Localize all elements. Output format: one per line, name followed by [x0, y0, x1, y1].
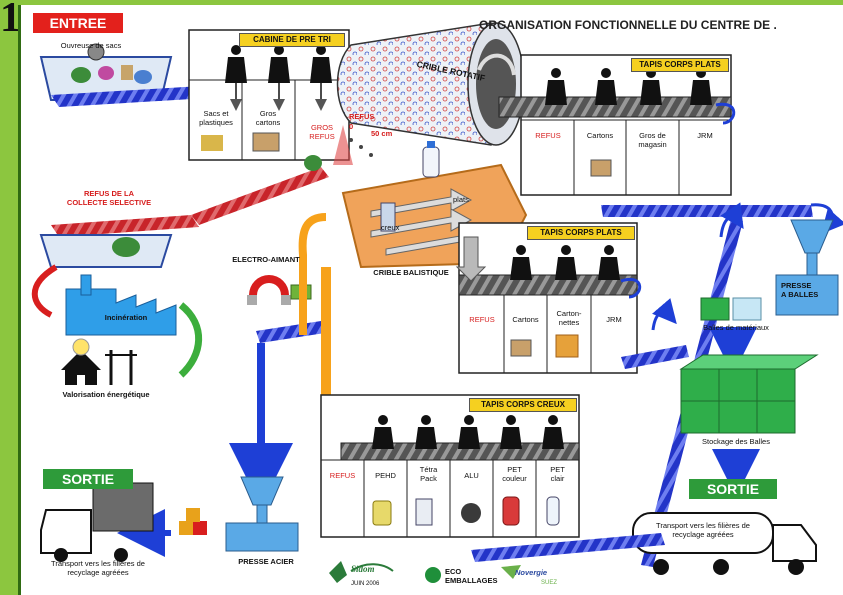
red-conveyor-upper [191, 167, 329, 225]
energy-recovery-icon [61, 338, 137, 385]
ballistic-creux-label: creux [381, 223, 400, 232]
flat-top-station [498, 54, 736, 196]
exit-left-badge: SORTIE [43, 469, 133, 489]
blue-conveyor-right-top [601, 205, 813, 217]
steel-press [225, 476, 299, 552]
arrow-to-energy [178, 302, 203, 378]
flat-mid-cell-1: REFUS [469, 315, 495, 324]
orange-arrow-from-ballistic [298, 213, 327, 335]
baler-press [775, 219, 839, 316]
flat-top-cell-1: REFUS [535, 131, 561, 140]
logo-date: JUIN 2006 [351, 581, 380, 587]
steel-press-label: PRESSE ACIER [238, 557, 294, 566]
arrow-up-right-2 [651, 298, 677, 331]
exit-right-badge: SORTIE [689, 479, 777, 499]
flow-diagram [31, 22, 843, 583]
hollow-cell-2: PEHD [375, 471, 396, 480]
blue-conveyor-mid-right [621, 345, 689, 369]
magnet-label: ELECTRO-AIMANT [232, 255, 300, 264]
material-bales-label: Balles de matériaux [703, 323, 769, 332]
green-bag-icon [304, 155, 322, 171]
suez-logo-text: SUEZ [541, 580, 558, 586]
sidom-logo [329, 561, 394, 583]
flat-top-title: TAPIS CORPS PLATS [631, 58, 729, 72]
hollow-cell-4: ALU [464, 471, 479, 480]
flat-mid-cell-4: JRM [606, 315, 622, 324]
pre-sort-cabin [188, 29, 350, 161]
incineration-label: Incinération [104, 313, 148, 322]
steel-conveyor [256, 321, 325, 343]
hollow-cell-3: Tétra Pack [419, 465, 438, 483]
press-baler-label: PRESSE A BALLES [781, 281, 819, 299]
selective-refuse-label: REFUS DE LA COLLECTE SELECTIVE [66, 189, 152, 207]
refus-label: REFUS [349, 112, 375, 121]
arrow-up-right-1 [719, 202, 744, 238]
size-small-label: 0 [349, 122, 354, 131]
refus-drip [333, 125, 373, 165]
red-conveyor-lower [51, 215, 199, 237]
blue-conveyor-bottom [471, 533, 665, 562]
page-title: ORGANISATION FONCTIONNELLE DU CENTRE DE … [479, 18, 777, 32]
novergie-logo [501, 565, 521, 579]
bale-storage-label: Stockage des Balles [702, 437, 770, 446]
bale-storage-stack [679, 354, 819, 434]
hollow-cell-1: REFUS [329, 471, 356, 480]
diagram-frame: ORGANISATION FONCTIONNELLE DU CENTRE DE … [18, 5, 843, 595]
entry-hopper [39, 43, 173, 101]
trommel-drum [336, 22, 525, 146]
exit-right-transport: Transport vers les filières de recyclage… [656, 521, 750, 539]
eco-emballages-logo [425, 567, 441, 583]
hollow-cell-6: PET clair [550, 465, 565, 483]
pre-sort-cell-3: GROS REFUS [309, 123, 335, 141]
flat-mid-station [455, 222, 642, 374]
flat-top-cell-3: Gros de magasin [638, 131, 667, 149]
corner-mark: 1 [0, 0, 21, 41]
energy-recovery-label: Valorisation énergétique [62, 390, 150, 399]
pre-sort-cell-1: Sacs et plastiques [199, 109, 233, 127]
material-bales [700, 297, 762, 321]
hollow-cell-5: PET couleur [502, 465, 527, 483]
ballistic-plats-label: plats [453, 195, 469, 204]
steel-bales [179, 508, 207, 535]
eco-logo-line1: ECO [445, 567, 462, 576]
flat-mid-cell-2: Cartons [512, 315, 539, 324]
tanker-truck-icon [632, 512, 817, 575]
selective-refuse-hopper [39, 234, 173, 268]
sidom-name: Sidom [351, 564, 375, 574]
flat-top-cell-2: Cartons [586, 131, 614, 140]
pre-sort-cell-2: Gros cartons [255, 109, 281, 127]
pre-sort-title: CABINE DE PRE TRI [239, 33, 345, 47]
exit-left-transport: Transport vers les filières de recyclage… [51, 559, 145, 577]
flat-top-cell-4: JRM [697, 131, 713, 140]
eco-logo-line2: EMBALLAGES [445, 576, 498, 585]
novergie-logo-text: Novergie [515, 568, 548, 577]
left-truck-icon [40, 482, 154, 562]
flat-mid-title: TAPIS CORPS PLATS [527, 226, 635, 240]
flat-mid-cell-3: Carton- nettes [556, 309, 582, 327]
incineration-plant-icon [65, 274, 177, 336]
bottle-icon [422, 141, 440, 178]
hollow-station [320, 394, 580, 538]
hollow-title: TAPIS CORPS CREUX [469, 398, 577, 412]
arrow-to-incineration [31, 264, 58, 318]
ballistic-label: CRIBLE BALISTIQUE [373, 268, 449, 277]
size-large-label: 50 cm [371, 129, 393, 138]
bag-opener-label: Ouvreuse de sacs [60, 41, 122, 50]
entry-badge: ENTREE [33, 13, 123, 33]
